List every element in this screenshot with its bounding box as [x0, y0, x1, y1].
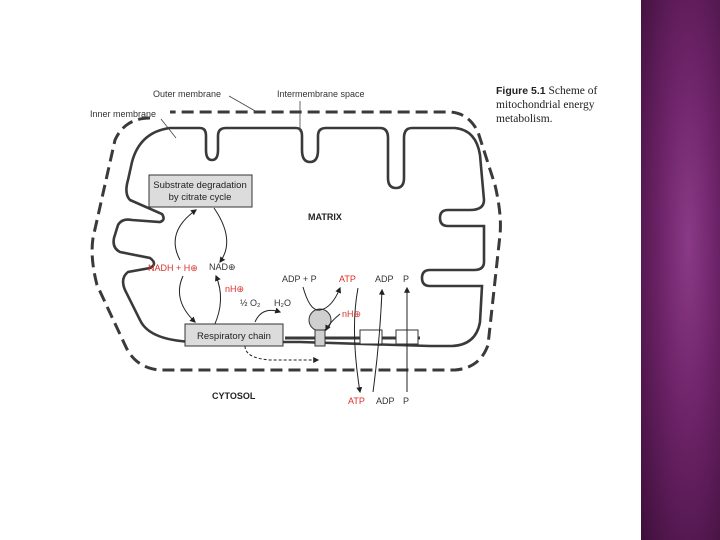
cytosol-label: CYTOSOL [212, 391, 256, 401]
atp-top-label: ATP [339, 274, 356, 284]
nh-top-label: nH⊕ [225, 284, 244, 294]
nh-right-label: nH⊕ [342, 309, 361, 319]
decorative-side-panel [641, 0, 720, 540]
matrix-label: MATRIX [308, 212, 342, 222]
inner-membrane [114, 128, 484, 346]
adp-bottom-label: ADP [376, 396, 395, 406]
outer-membrane-label: Outer membrane [153, 89, 221, 99]
nad-label: NAD⊕ [209, 262, 236, 272]
adp-top-label: ADP [375, 274, 394, 284]
figure-number: Figure 5.1 [496, 85, 546, 97]
outer-membrane [92, 112, 500, 370]
substrate-label-line1: Substrate degradation [153, 180, 246, 191]
substrate-label-line2: by citrate cycle [169, 192, 232, 203]
nadh-label: NADH + H⊕ [148, 263, 198, 273]
p-bottom-label: P [403, 396, 409, 406]
adp-p-label: ADP + P [282, 274, 317, 284]
h2o-label: H₂O [274, 298, 291, 308]
p-top-label: P [403, 274, 409, 284]
atp-bottom-label: ATP [348, 396, 365, 406]
half-o2-label: ½ O₂ [240, 298, 261, 308]
figure-caption: Figure 5.1 Scheme of mitochondrial energ… [496, 84, 628, 126]
respiratory-chain-label: Respiratory chain [197, 331, 271, 342]
inner-membrane-label: Inner membrane [90, 109, 156, 119]
intermembrane-space-label: Intermembrane space [277, 89, 365, 99]
